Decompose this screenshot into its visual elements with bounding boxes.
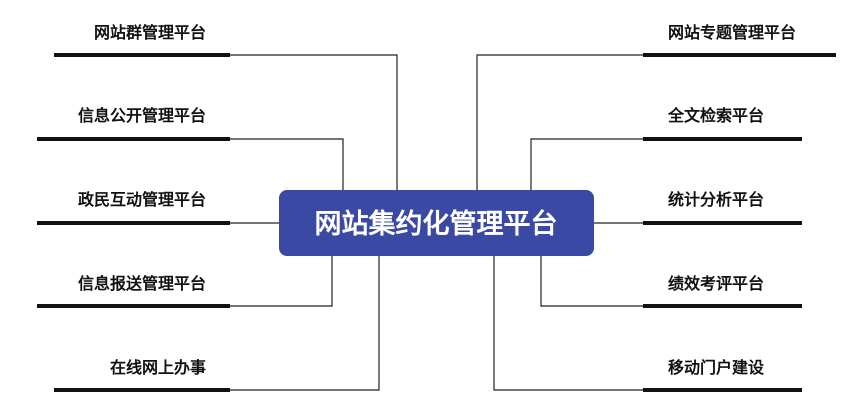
left-node-label: 信息报送管理平台 [78,274,206,293]
right-node-connector [540,256,643,307]
left-node-label: 在线网上办事 [110,358,206,377]
left-node-label: 信息公开管理平台 [78,106,206,125]
left-node-info-disclosure: 信息公开管理平台 [37,106,344,190]
right-node-label: 绩效考评平台 [668,274,764,293]
right-node-performance: 绩效考评平台 [540,256,802,308]
center-box [279,190,594,256]
right-node-special-topics: 网站专题管理平台 [476,23,836,190]
left-node-connector [230,138,344,190]
right-node-connector [530,138,643,190]
right-node-statistics: 统计分析平台 [594,190,802,225]
left-node-connector [230,256,333,307]
left-node-interaction: 政民互动管理平台 [37,190,279,225]
right-node-label: 全文检索平台 [667,106,764,125]
left-node-label: 政民互动管理平台 [78,190,206,209]
left-node-website-group: 网站群管理平台 [54,23,398,190]
right-node-fulltext-search: 全文检索平台 [530,106,802,190]
left-node-label: 网站群管理平台 [94,23,206,42]
left-node-connector [230,256,380,391]
right-node-connector [493,256,643,391]
right-node-connector [476,54,643,190]
center-title: 网站集约化管理平台 [315,208,558,240]
left-node-online-service: 在线网上办事 [54,256,380,392]
left-node-connector [230,54,398,190]
right-node-mobile-portal: 移动门户建设 [493,256,802,392]
right-node-label: 网站专题管理平台 [668,23,796,42]
right-node-label: 统计分析平台 [668,190,764,209]
left-node-info-report: 信息报送管理平台 [37,256,333,308]
right-node-label: 移动门户建设 [668,358,765,377]
